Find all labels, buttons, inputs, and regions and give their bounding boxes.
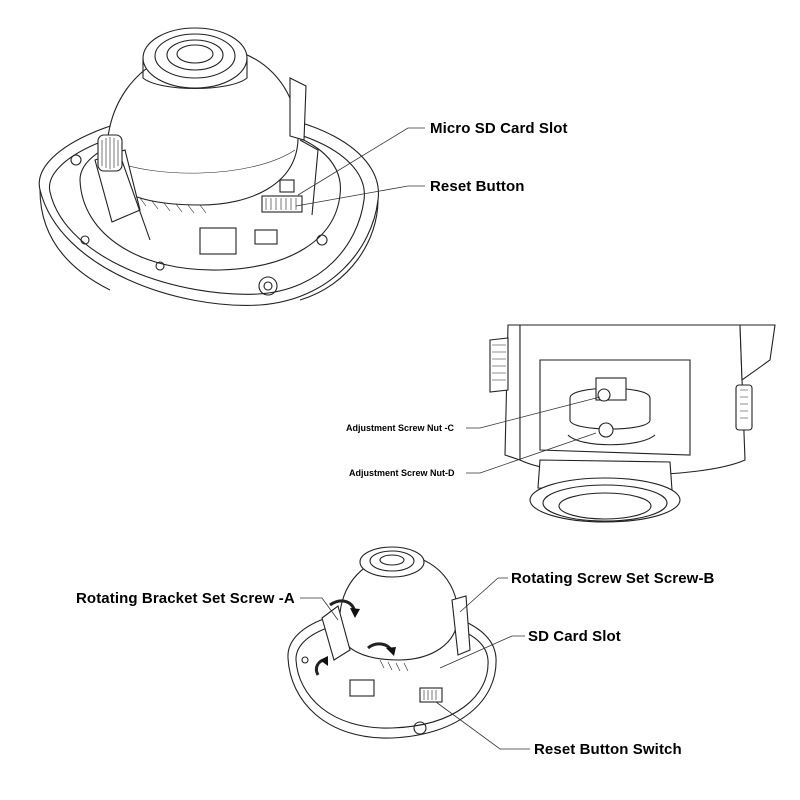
- dome-camera-figure-bottom: [287, 546, 530, 750]
- leader-sd-slot: [439, 635, 525, 669]
- rotating-bracket-set-screw-a-label: Rotating Bracket Set Screw -A: [76, 590, 295, 607]
- leader-set-screw-a: [300, 597, 339, 621]
- adjustment-screw-nut-c-label: Adjustment Screw Nut -C: [346, 423, 455, 433]
- adjustment-screw-nut-d-label: Adjustment Screw Nut-D: [349, 468, 455, 478]
- dome-camera-figure-top: [38, 27, 425, 306]
- leader-set-screw-b: [459, 577, 508, 613]
- leader-screw-nut-d: [466, 432, 597, 474]
- leader-screw-nut-c: [466, 396, 601, 429]
- reset-button-label: Reset Button: [430, 178, 525, 195]
- micro-sd-card-slot-label: Micro SD Card Slot: [430, 120, 568, 137]
- reset-button-switch-label: Reset Button Switch: [534, 741, 682, 758]
- leader-micro-sd: [297, 127, 425, 196]
- rotating-screw-set-screw-b-label: Rotating Screw Set Screw-B: [511, 570, 715, 587]
- sd-card-slot-label: SD Card Slot: [528, 628, 621, 645]
- leader-reset-button: [295, 185, 425, 207]
- leader-reset-switch: [435, 701, 530, 750]
- adjustment-closeup-figure: [466, 324, 776, 523]
